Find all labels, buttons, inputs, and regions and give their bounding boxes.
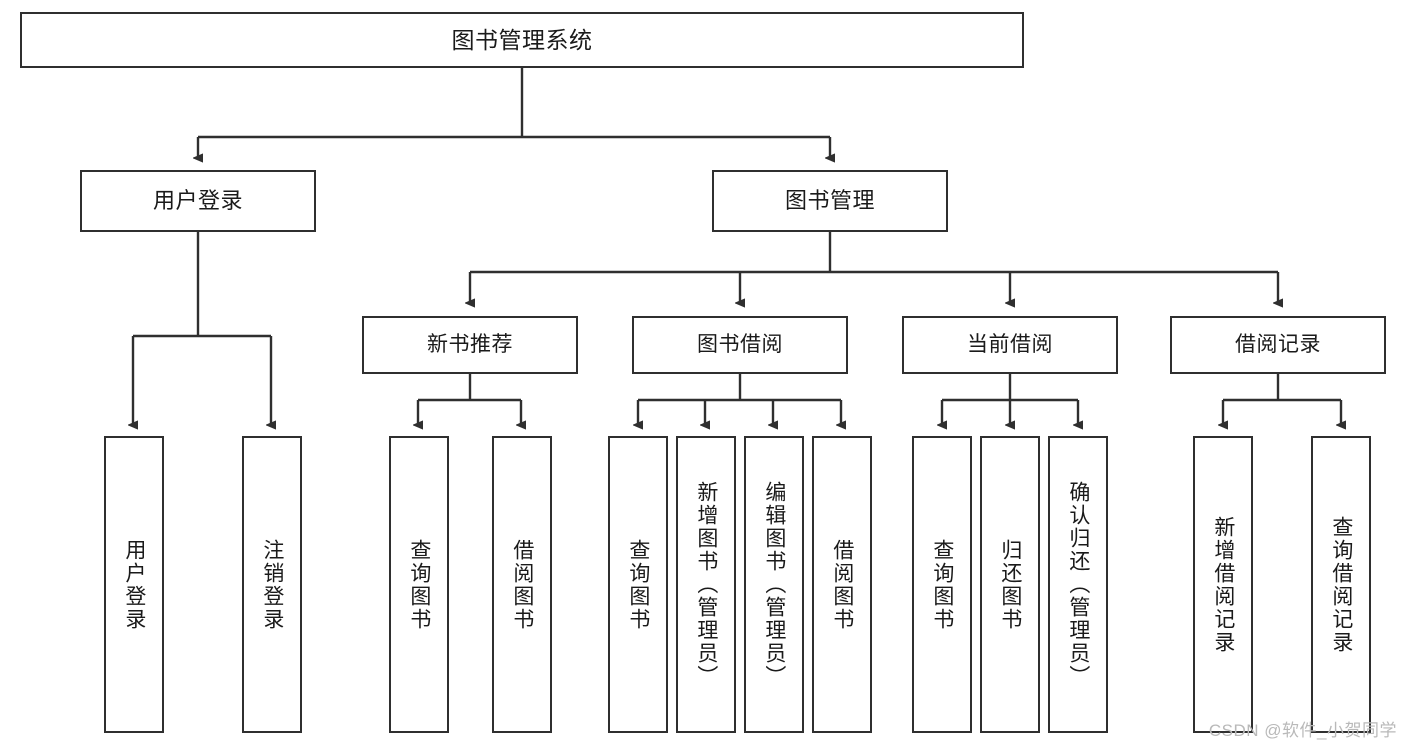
node-label: 编辑图书（管理员） xyxy=(762,481,786,688)
node-label: 借阅图书 xyxy=(510,538,534,631)
node-label: 注销登录 xyxy=(260,538,284,631)
node-book-management[interactable]: 图书管理 xyxy=(712,170,948,232)
node-label: 确认归还（管理员） xyxy=(1066,481,1090,688)
node-label: 新增借阅记录 xyxy=(1211,515,1235,654)
watermark: CSDN @软件_小贺同学 xyxy=(1208,721,1397,740)
node-label: 当前借阅 xyxy=(967,332,1053,356)
leaf-node-add-book-admin[interactable]: 新增图书（管理员） xyxy=(676,436,736,733)
leaf-node-query-book-recommend[interactable]: 查询图书 xyxy=(389,436,449,733)
leaf-node-query-book-borrow[interactable]: 查询图书 xyxy=(608,436,668,733)
node-label: 用户登录 xyxy=(152,188,243,214)
leaf-node-query-book-current[interactable]: 查询图书 xyxy=(912,436,972,733)
node-label: 查询图书 xyxy=(407,538,431,631)
leaf-node-user-login[interactable]: 用户登录 xyxy=(104,436,164,733)
node-user-login[interactable]: 用户登录 xyxy=(80,170,316,232)
node-label: 用户登录 xyxy=(122,538,146,631)
leaf-node-edit-book-admin[interactable]: 编辑图书（管理员） xyxy=(744,436,804,733)
node-label: 借阅记录 xyxy=(1235,332,1321,356)
leaf-node-query-borrow-record[interactable]: 查询借阅记录 xyxy=(1311,436,1371,733)
node-new-book-recommend[interactable]: 新书推荐 xyxy=(362,316,578,374)
node-label: 图书管理系统 xyxy=(451,26,593,53)
leaf-node-return-book[interactable]: 归还图书 xyxy=(980,436,1040,733)
node-book-borrow[interactable]: 图书借阅 xyxy=(632,316,848,374)
leaf-node-confirm-return-admin[interactable]: 确认归还（管理员） xyxy=(1048,436,1108,733)
leaf-node-add-borrow-record[interactable]: 新增借阅记录 xyxy=(1193,436,1253,733)
leaf-node-borrow-book[interactable]: 借阅图书 xyxy=(812,436,872,733)
leaf-node-borrow-book-recommend[interactable]: 借阅图书 xyxy=(492,436,552,733)
node-root-book-management-system[interactable]: 图书管理系统 xyxy=(20,12,1024,68)
leaf-node-logout[interactable]: 注销登录 xyxy=(242,436,302,733)
node-label: 新增图书（管理员） xyxy=(694,481,718,688)
node-current-borrow[interactable]: 当前借阅 xyxy=(902,316,1118,374)
node-label: 查询借阅记录 xyxy=(1329,515,1353,654)
node-label: 归还图书 xyxy=(998,538,1022,631)
node-label: 查询图书 xyxy=(626,538,650,631)
node-label: 借阅图书 xyxy=(830,538,854,631)
node-borrow-record[interactable]: 借阅记录 xyxy=(1170,316,1386,374)
node-label: 图书借阅 xyxy=(697,332,783,356)
node-label: 新书推荐 xyxy=(427,332,513,356)
node-label: 图书管理 xyxy=(784,188,875,214)
node-label: 查询图书 xyxy=(930,538,954,631)
